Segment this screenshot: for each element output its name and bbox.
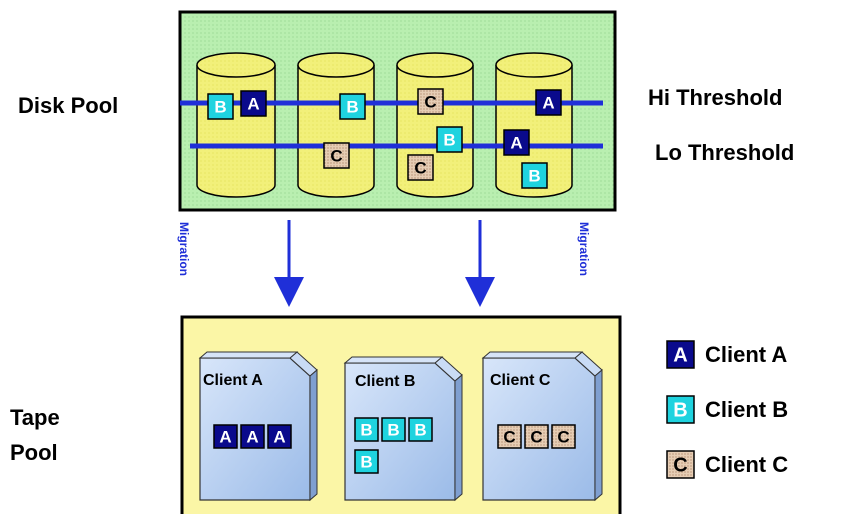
- tape-block-a: A: [240, 424, 265, 449]
- svg-text:A: A: [542, 94, 554, 113]
- disk-block-c: C: [417, 88, 444, 115]
- svg-text:C: C: [424, 93, 436, 112]
- svg-text:B: B: [346, 98, 358, 117]
- legend-label-c: Client C: [705, 452, 788, 477]
- hi-threshold-label: Hi Threshold: [648, 85, 782, 110]
- tape-block-b: B: [381, 417, 406, 442]
- tape-block-b: B: [354, 449, 379, 474]
- legend-label-b: Client B: [705, 397, 788, 422]
- svg-text:A: A: [673, 345, 687, 367]
- svg-text:A: A: [219, 428, 231, 447]
- tape-title-client-b: Client B: [355, 373, 415, 390]
- disk-block-a: A: [535, 89, 562, 116]
- svg-text:C: C: [414, 159, 426, 178]
- disk-cylinder-2: [297, 52, 375, 198]
- svg-text:C: C: [330, 147, 342, 166]
- disk-block-b: B: [521, 162, 548, 189]
- svg-text:B: B: [528, 167, 540, 186]
- legend-label-a: Client A: [705, 342, 787, 367]
- legend-swatch-c: C: [666, 450, 695, 479]
- disk-block-b: B: [436, 126, 463, 153]
- tape-pool-label-line2: Pool: [10, 440, 58, 465]
- tape-block-a: A: [267, 424, 292, 449]
- svg-text:C: C: [557, 428, 569, 447]
- disk-block-c: C: [407, 154, 434, 181]
- svg-text:A: A: [246, 428, 258, 447]
- tape-block-c: C: [551, 424, 576, 449]
- migration-label-right: Migration: [577, 222, 591, 276]
- disk-pool-label: Disk Pool: [18, 93, 118, 118]
- tape-block-a: A: [213, 424, 238, 449]
- legend: A Client A B Client B C Client C: [666, 340, 788, 479]
- svg-text:C: C: [530, 428, 542, 447]
- legend-swatch-a: A: [666, 340, 695, 369]
- tape-title-client-a: Client A: [203, 372, 263, 389]
- svg-text:C: C: [503, 428, 515, 447]
- svg-text:A: A: [247, 95, 259, 114]
- svg-text:B: B: [214, 98, 226, 117]
- disk-block-a: A: [240, 90, 267, 117]
- tape-block-b: B: [354, 417, 379, 442]
- lo-threshold-label: Lo Threshold: [655, 140, 794, 165]
- svg-text:B: B: [387, 421, 399, 440]
- legend-swatch-b: B: [666, 395, 695, 424]
- svg-text:B: B: [360, 453, 372, 472]
- disk-block-a: A: [503, 129, 530, 156]
- migration-label-left: Migration: [177, 222, 191, 276]
- disk-block-c: C: [323, 142, 350, 169]
- svg-text:B: B: [360, 421, 372, 440]
- svg-text:A: A: [273, 428, 285, 447]
- tape-pool-label-line1: Tape: [10, 405, 60, 430]
- tape-block-c: C: [497, 424, 522, 449]
- svg-text:A: A: [510, 134, 522, 153]
- disk-block-b: B: [339, 93, 366, 120]
- disk-cylinder-1: [196, 52, 276, 198]
- tape-block-c: C: [524, 424, 549, 449]
- disk-block-b: B: [207, 93, 234, 120]
- svg-text:B: B: [443, 131, 455, 150]
- svg-text:B: B: [673, 400, 687, 422]
- tape-block-b: B: [408, 417, 433, 442]
- svg-text:C: C: [673, 455, 687, 477]
- svg-text:B: B: [414, 421, 426, 440]
- tape-title-client-c: Client C: [490, 372, 551, 389]
